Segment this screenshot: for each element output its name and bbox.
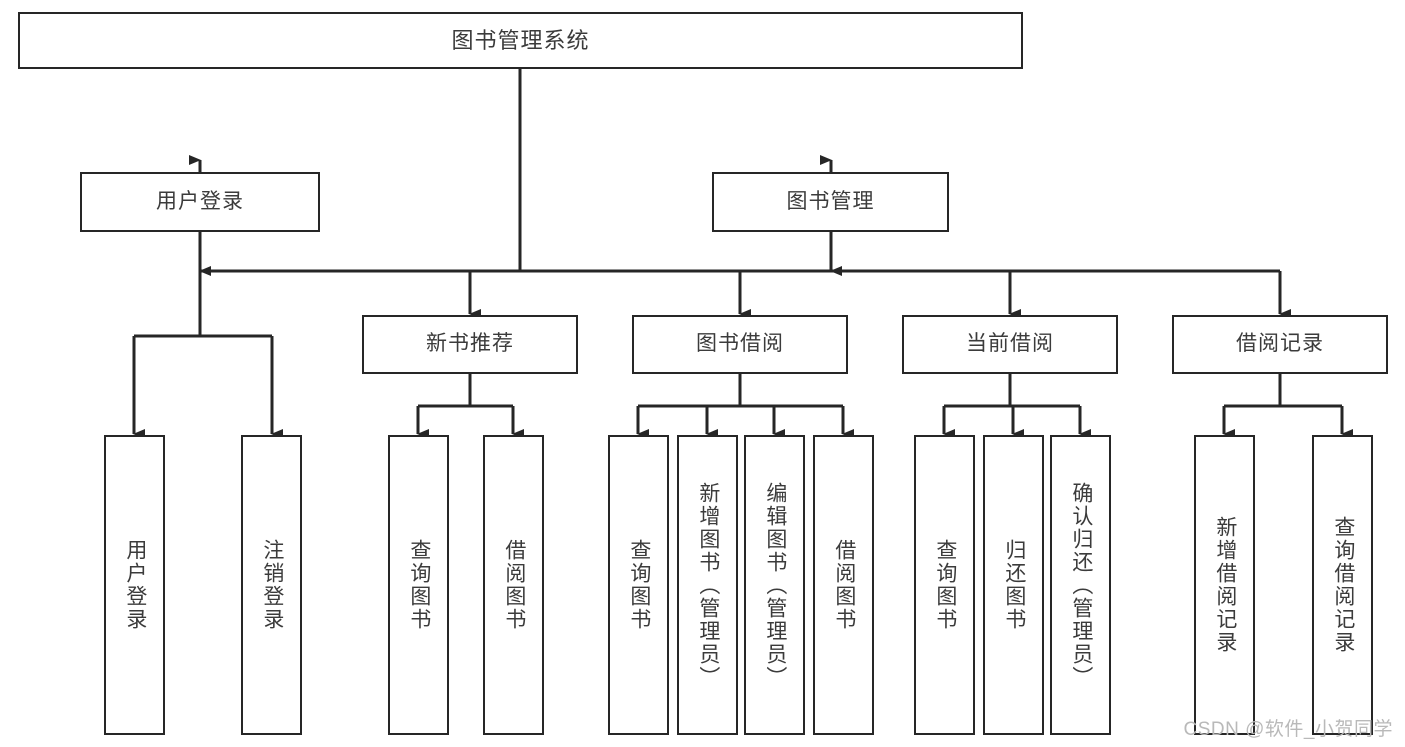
node-leaf-user-login[interactable]: 用户登录 (104, 435, 165, 735)
node-borrow-record[interactable]: 借阅记录 (1172, 315, 1388, 374)
node-leaf-add-borrow-record-label: 新增借阅记录 (1213, 516, 1237, 654)
node-leaf-query-borrow-record-label: 查询借阅记录 (1331, 516, 1355, 654)
node-book-borrow[interactable]: 图书借阅 (632, 315, 848, 374)
node-root[interactable]: 图书管理系统 (18, 12, 1023, 69)
node-leaf-query-book-current[interactable]: 查询图书 (914, 435, 975, 735)
node-new-book-recommend-label: 新书推荐 (426, 332, 514, 356)
node-leaf-add-book[interactable]: 新增图书（管理员） (677, 435, 738, 735)
node-user-login-label: 用户登录 (156, 189, 244, 213)
node-current-borrow[interactable]: 当前借阅 (902, 315, 1118, 374)
node-leaf-query-book-recommend[interactable]: 查询图书 (388, 435, 449, 735)
node-leaf-query-book-borrow[interactable]: 查询图书 (608, 435, 669, 735)
node-leaf-user-login-label: 用户登录 (123, 539, 147, 631)
csdn-watermark: CSDN @软件_小贺同学 (1183, 719, 1393, 740)
node-new-book-recommend[interactable]: 新书推荐 (362, 315, 578, 374)
node-leaf-edit-book-label: 编辑图书（管理员） (763, 481, 787, 689)
node-leaf-query-borrow-record[interactable]: 查询借阅记录 (1312, 435, 1373, 735)
node-book-management[interactable]: 图书管理 (712, 172, 949, 232)
node-borrow-record-label: 借阅记录 (1236, 332, 1324, 356)
node-leaf-borrow-book-label: 借阅图书 (832, 539, 856, 631)
node-leaf-query-book-recommend-label: 查询图书 (407, 539, 431, 631)
node-leaf-query-book-current-label: 查询图书 (933, 539, 957, 631)
node-leaf-query-book-borrow-label: 查询图书 (627, 539, 651, 631)
node-book-management-label: 图书管理 (786, 189, 875, 213)
node-leaf-add-book-label: 新增图书（管理员） (696, 481, 720, 689)
node-leaf-add-borrow-record[interactable]: 新增借阅记录 (1194, 435, 1255, 735)
node-leaf-edit-book[interactable]: 编辑图书（管理员） (744, 435, 805, 735)
node-leaf-logout-label: 注销登录 (260, 539, 284, 631)
node-leaf-borrow-book[interactable]: 借阅图书 (813, 435, 874, 735)
node-book-borrow-label: 图书借阅 (696, 332, 784, 356)
node-leaf-borrow-book-recommend[interactable]: 借阅图书 (483, 435, 544, 735)
node-leaf-return-book-label: 归还图书 (1002, 539, 1026, 631)
node-current-borrow-label: 当前借阅 (966, 332, 1054, 356)
node-leaf-confirm-return-label: 确认归还（管理员） (1069, 481, 1093, 689)
node-root-label: 图书管理系统 (451, 27, 590, 53)
node-leaf-borrow-book-recommend-label: 借阅图书 (502, 539, 526, 631)
node-user-login[interactable]: 用户登录 (80, 172, 320, 232)
node-leaf-confirm-return[interactable]: 确认归还（管理员） (1050, 435, 1111, 735)
node-leaf-return-book[interactable]: 归还图书 (983, 435, 1044, 735)
node-leaf-logout[interactable]: 注销登录 (241, 435, 302, 735)
